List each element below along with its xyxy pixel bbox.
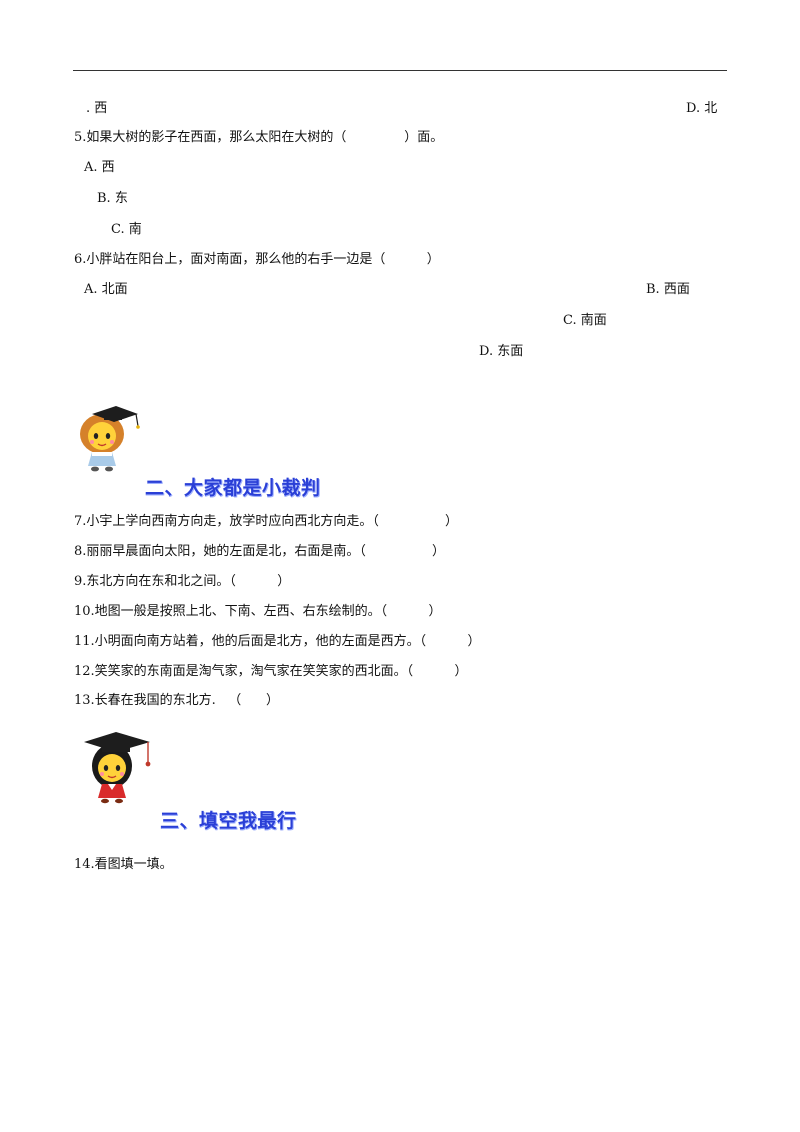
section3-title: 三、填空我最行 [160,810,297,832]
graduate-mascot-icon [84,732,151,804]
q9-statement: 9.东北方向在东和北之间。（ ） [74,574,291,589]
q4-option-d: D. 北 [686,101,718,116]
girl-mascot-icon [80,406,140,472]
q10-statement: 10.地图一般是按照上北、下南、左西、右东绘制的。（ ） [74,604,442,619]
header-rule [73,70,727,71]
q14-statement: 14.看图填一填。 [74,857,173,872]
q6-option-b: B. 西面 [646,282,690,297]
q5-option-a: A. 西 [84,160,115,175]
q7-statement: 7.小宇上学向西南方向走，放学时应向西北方向走。（ ） [74,514,459,529]
section2-title: 二、大家都是小裁判 [145,477,321,499]
q12-statement: 12.笑笑家的东南面是淘气家，淘气家在笑笑家的西北面。（ ） [74,664,468,679]
q6-option-c: C. 南面 [563,313,607,328]
q5-option-b: B. 东 [97,191,128,206]
q6-option-a: A. 北面 [84,282,128,297]
q5-stem: 5.如果大树的影子在西面，那么太阳在大树的（ ）面。 [74,130,444,145]
q4-option-a: . 西 [86,101,108,116]
q5-option-c: C. 南 [111,222,142,237]
q8-statement: 8.丽丽早晨面向太阳，她的左面是北，右面是南。（ ） [74,544,446,559]
q6-stem: 6.小胖站在阳台上，面对南面，那么他的右手一边是（ ） [74,252,440,267]
q13-statement: 13.长春在我国的东北方. （ ） [74,693,279,708]
q6-option-d: D. 东面 [479,344,524,359]
q11-statement: 11.小明面向南方站着，他的后面是北方，他的左面是西方。（ ） [74,634,481,649]
